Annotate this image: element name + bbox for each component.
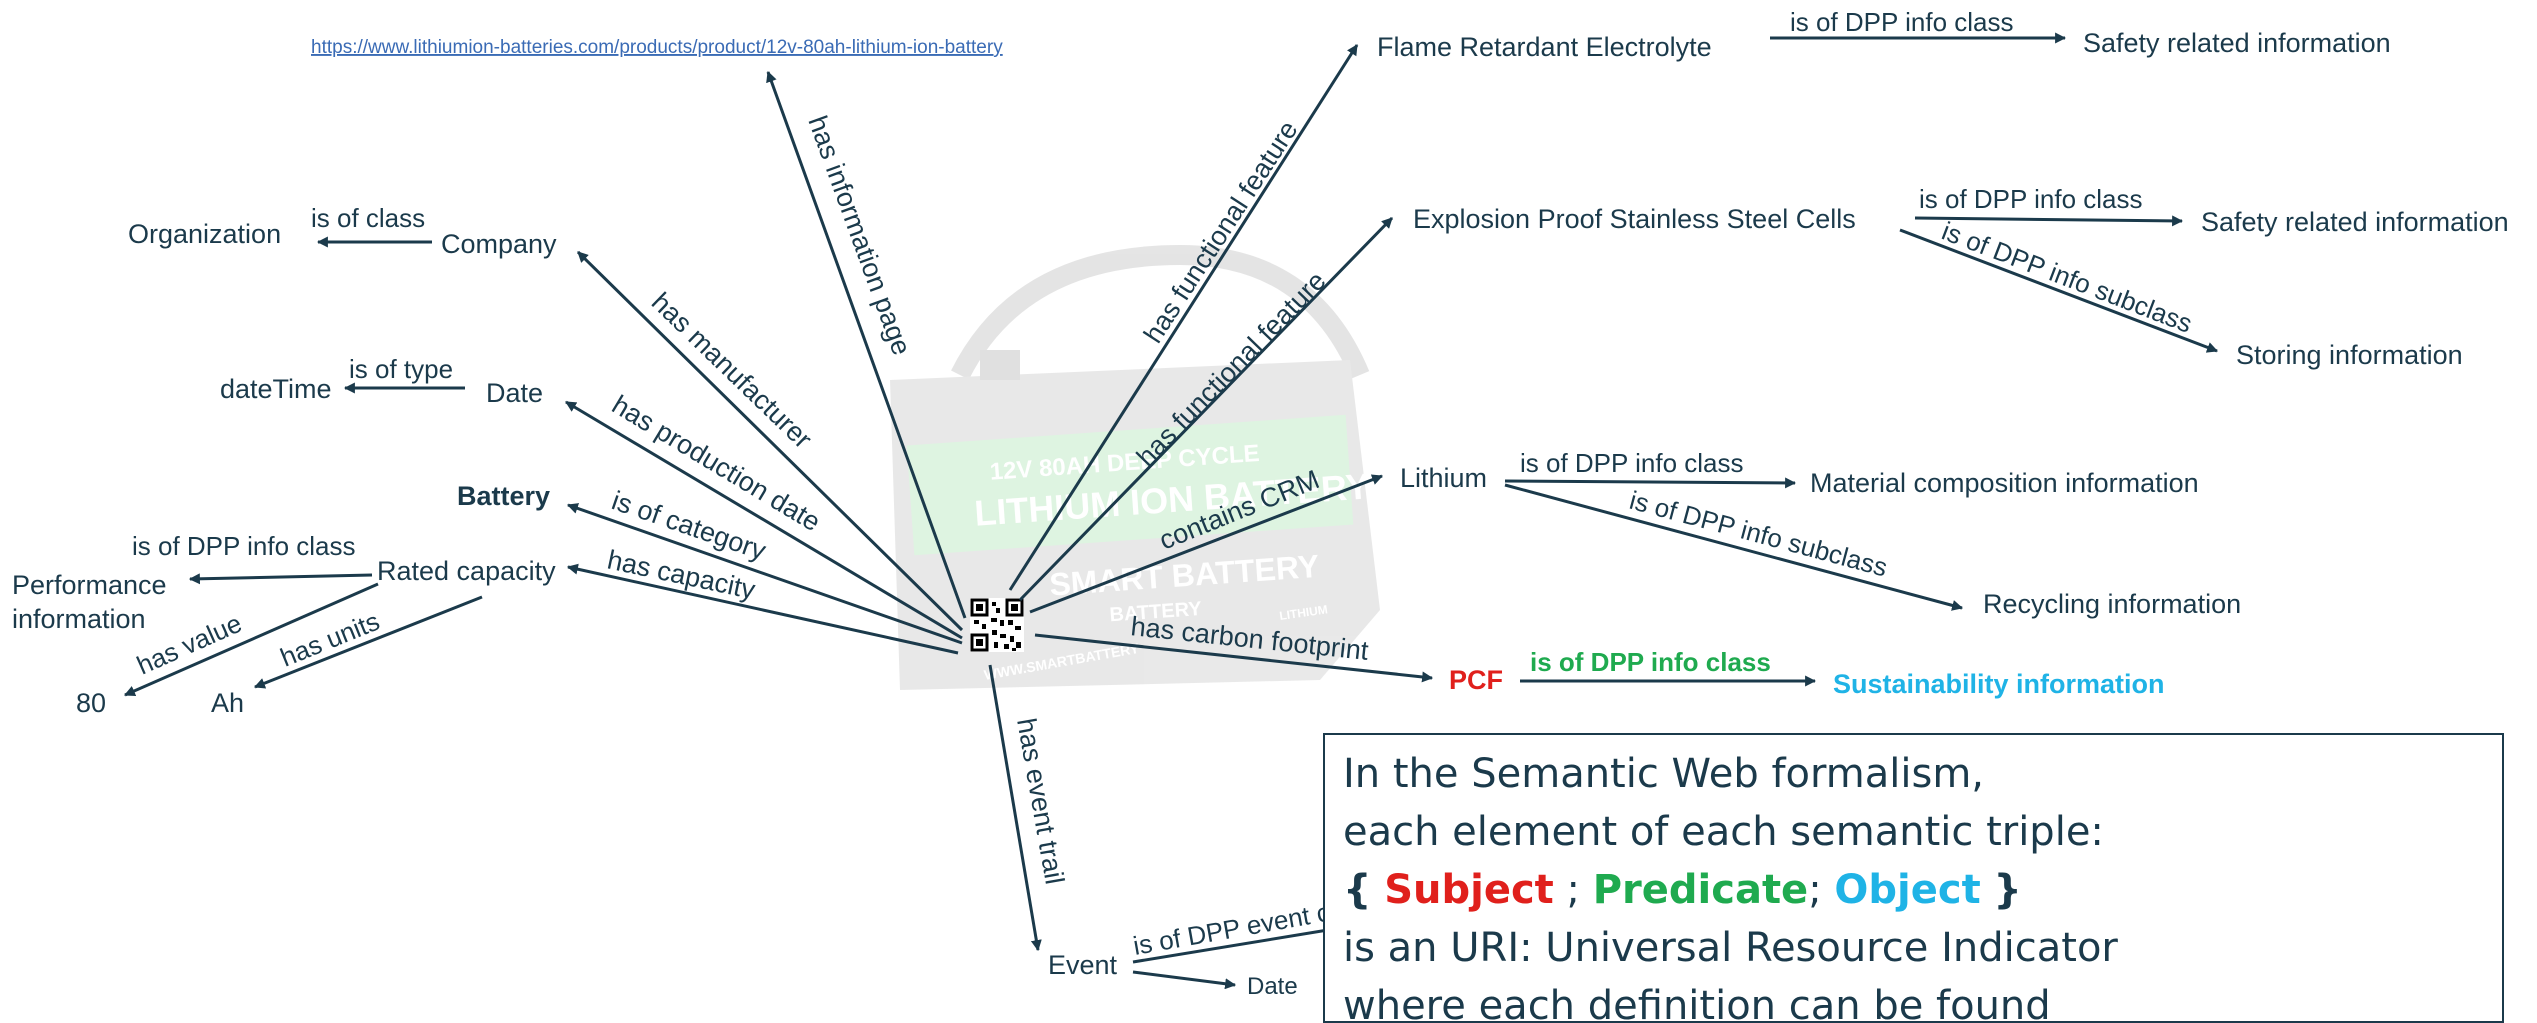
info-line-1: In the Semantic Web formalism, xyxy=(1343,751,1984,797)
label-flame-class: is of DPP info class xyxy=(1790,7,2014,37)
label-is-of-type: is of type xyxy=(349,354,453,384)
edge-has-carbon-footprint xyxy=(1034,633,1434,683)
node-storing-information: Storing information xyxy=(2236,340,2463,370)
information-page-link[interactable]: https://www.lithiumion-batteries.com/pro… xyxy=(311,37,1003,58)
node-event: Event xyxy=(1048,950,1118,980)
edge-has-information-page xyxy=(766,70,967,619)
brace-open: { xyxy=(1343,867,1372,913)
info-line-5: where each definition can be found xyxy=(1343,983,2051,1023)
node-rated-capacity: Rated capacity xyxy=(377,556,556,586)
node-battery: Battery xyxy=(457,481,550,511)
info-line-triple: { Subject ; Predicate; Object } xyxy=(1343,861,2484,919)
node-sustainability-information: Sustainability information xyxy=(1833,669,2165,699)
edge-lithium-class xyxy=(1504,477,1797,489)
node-safety-information-2: Safety related information xyxy=(2201,207,2509,237)
label-explosion-class: is of DPP info class xyxy=(1919,184,2143,214)
label-lithium-class: is of DPP info class xyxy=(1520,448,1744,478)
node-pcf: PCF xyxy=(1449,665,1503,695)
triple-predicate: Predicate xyxy=(1592,867,1809,913)
edge-has-capacity xyxy=(566,563,959,655)
info-line-2: each element of each semantic triple: xyxy=(1343,809,2104,855)
label-has-units: has units xyxy=(276,606,384,673)
edge-rated-class xyxy=(188,573,373,585)
node-safety-information-1: Safety related information xyxy=(2083,28,2391,58)
edge-lithium-subclass xyxy=(1504,483,1964,611)
edge-has-production-date xyxy=(565,400,963,640)
edge-contains-crm xyxy=(1029,474,1384,614)
node-company: Company xyxy=(441,229,557,259)
brace-close: } xyxy=(1993,867,2022,913)
edge-has-event-trail xyxy=(988,664,1042,952)
triple-sep-2: ; xyxy=(1808,867,1822,913)
label-explosion-subclass: is of DPP info subclass xyxy=(1938,216,2197,339)
node-recycling-information: Recycling information xyxy=(1983,589,2241,619)
semantic-graph: 12V 80AH DEEP CYCLE LITHIUM ION BATTERY … xyxy=(12,7,2509,996)
node-performance-information-2: information xyxy=(12,604,146,634)
node-datetime: dateTime xyxy=(220,374,332,404)
edge-has-functional-feature-2 xyxy=(1018,216,1394,602)
edge-has-functional-feature-1 xyxy=(1008,44,1359,591)
node-flame-retardant-electrolyte: Flame Retardant Electrolyte xyxy=(1377,32,1712,62)
label-is-of-class: is of class xyxy=(311,203,425,233)
qr-code-icon xyxy=(970,598,1024,652)
node-material-composition: Material composition information xyxy=(1810,468,2199,498)
node-explosion-proof-cells: Explosion Proof Stainless Steel Cells xyxy=(1413,204,1856,234)
edge-has-manufacturer xyxy=(576,250,964,632)
label-rated-class: is of DPP info class xyxy=(132,531,356,561)
triple-subject: Subject xyxy=(1384,867,1554,913)
edge-explosion-subclass xyxy=(1899,228,2219,353)
label-pcf-class: is of DPP info class xyxy=(1530,647,1771,677)
edge-event-class xyxy=(1132,924,1342,964)
edge-has-value xyxy=(123,582,379,697)
label-lithium-subclass: is of DPP info subclass xyxy=(1626,485,1890,583)
node-event-date: Date xyxy=(1247,973,1298,996)
node-performance-information-1: Performance xyxy=(12,570,167,600)
label-has-event-trail: has event trail xyxy=(1011,716,1070,887)
node-lithium: Lithium xyxy=(1400,463,1487,493)
node-organization: Organization xyxy=(128,219,281,249)
node-date: Date xyxy=(486,378,543,408)
semantic-web-info-box: In the Semantic Web formalism, each elem… xyxy=(1323,733,2504,1023)
node-value-80: 80 xyxy=(76,688,106,718)
label-has-value: has value xyxy=(132,608,246,681)
edge-has-units xyxy=(253,595,483,689)
edge-explosion-class xyxy=(1914,215,2184,227)
edge-is-of-category xyxy=(566,503,963,645)
triple-sep-1: ; xyxy=(1566,867,1580,913)
watermark-side2: LITHIUM xyxy=(1278,602,1328,623)
triple-object: Object xyxy=(1834,867,1981,913)
edge-event-date xyxy=(1132,970,1237,990)
info-line-4: is an URI: Universal Resource Indicator xyxy=(1343,925,2118,971)
node-unit-ah: Ah xyxy=(211,688,244,718)
